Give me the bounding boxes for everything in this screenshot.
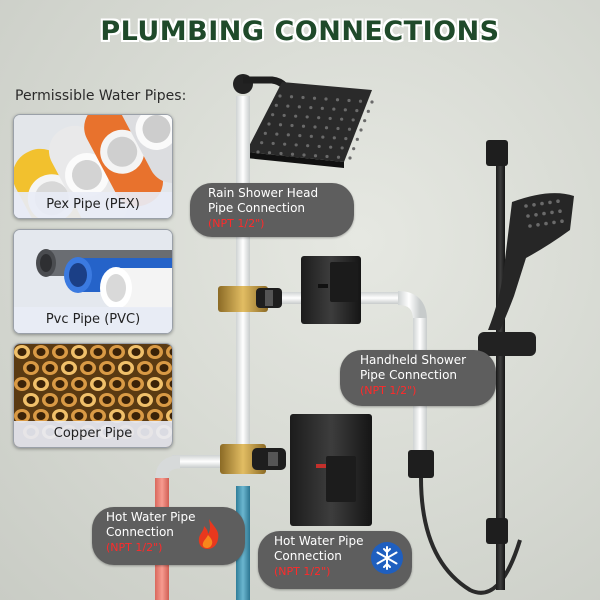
hot-callout-spec: (NPT 1/2") [106,541,163,554]
pvc-pipe-card: Pvc Pipe (PVC) [13,229,173,334]
page-title: PLUMBING CONNECTIONS [100,16,500,47]
diverter-knob [330,262,358,302]
handheld-callout-spec: (NPT 1/2") [360,384,417,397]
hot-water-callout: Hot Water Pipe Connection (NPT 1/2") [92,507,245,565]
copper-pipe-card: Copper Pipe [13,343,173,448]
handheld-holder [478,332,536,356]
copper-pipe-label: Copper Pipe [14,421,172,447]
pex-pipe-label: Pex Pipe (PEX) [14,192,172,218]
upper-brass-valve [218,286,268,312]
wall-outlet-elbow [408,450,434,478]
slide-bar [496,150,505,590]
handheld-callout-line1: Handheld Shower [360,353,467,367]
rain-shower-callout: Rain Shower Head Pipe Connection (NPT 1/… [190,183,354,237]
riser-pipe [236,96,250,466]
pipes-heading: Permissible Water Pipes: [15,88,187,104]
cold-water-callout: Hot Water Pipe Connection (NPT 1/2") [258,531,412,589]
cold-callout-line2: Connection [274,549,342,563]
handheld-callout-line2: Pipe Connection [360,368,458,382]
hot-callout-line1: Hot Water Pipe [106,510,196,524]
handheld-shower-callout: Handheld Shower Pipe Connection (NPT 1/2… [340,350,496,406]
flame-icon [198,519,219,549]
cold-callout-line1: Hot Water Pipe [274,534,364,548]
pex-pipe-card: Pex Pipe (PEX) [13,114,173,219]
hot-callout-line2: Connection [106,525,174,539]
cold-callout-spec: (NPT 1/2") [274,565,331,578]
shower-hose [419,477,522,595]
rain-shower-head [246,82,372,162]
rain-callout-spec: (NPT 1/2") [208,217,265,230]
rain-callout-line2: Pipe Connection [208,201,306,215]
rain-nozzles [256,94,374,160]
handheld-nozzles [524,199,564,228]
rain-callout-line1: Rain Shower Head [208,186,319,200]
handheld-shower-head [488,193,574,330]
slide-bar-bottom-bracket [486,518,508,544]
snowflake-icon [371,542,403,574]
slide-bar-top-bracket [486,140,508,166]
mixing-valve-handle [326,456,356,502]
pvc-pipe-label: Pvc Pipe (PVC) [14,307,172,333]
